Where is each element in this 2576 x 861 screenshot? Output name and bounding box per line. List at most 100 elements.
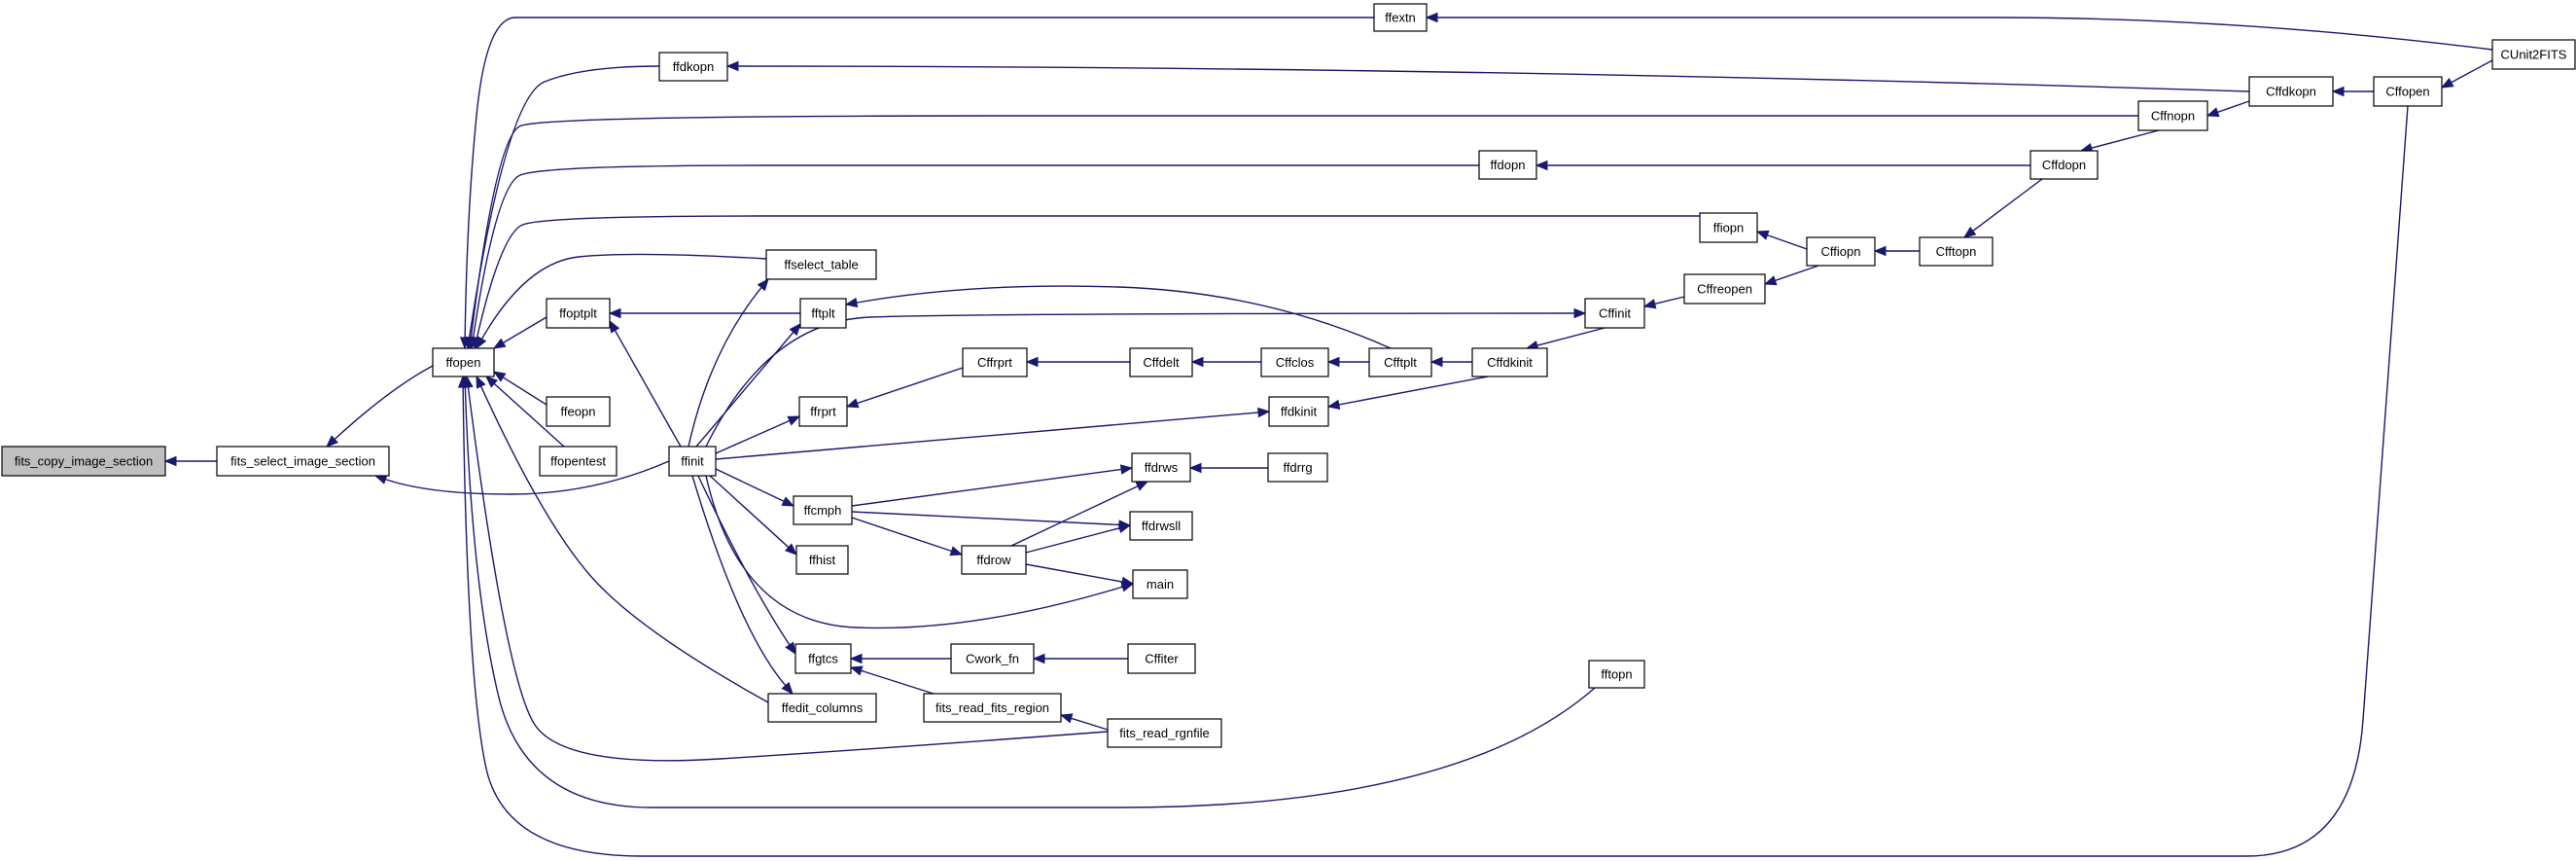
- node-fftopn[interactable]: fftopn: [1588, 660, 1645, 689]
- node-ffeopn[interactable]: ffeopn: [546, 396, 611, 427]
- edge-ffinit-to-ffrprt: [715, 415, 801, 454]
- node-Cffrprt[interactable]: Cffrprt: [962, 347, 1028, 377]
- edge-Cffdopn-to-ffdopn: [1535, 160, 2030, 171]
- node-ffdkinit[interactable]: ffdkinit: [1268, 396, 1329, 427]
- edge-line: [501, 316, 547, 345]
- node-ffedit_columns[interactable]: ffedit_columns: [767, 693, 877, 723]
- edge-Cffdkopn-to-ffdkopn: [725, 60, 2250, 92]
- node-Cffdelt[interactable]: Cffdelt: [1129, 347, 1193, 377]
- node-label: Cffrprt: [977, 355, 1012, 370]
- node-ffselect_table[interactable]: ffselect_table: [765, 249, 877, 280]
- node-box: [950, 643, 1035, 674]
- arrowhead-icon: [492, 338, 507, 349]
- node-ffgtcs[interactable]: ffgtcs: [794, 643, 852, 674]
- node-label: ffopentest: [550, 454, 606, 469]
- arrowhead-icon: [608, 307, 621, 319]
- node-Cffinit[interactable]: Cffinit: [1584, 298, 1645, 329]
- node-Cffiter[interactable]: Cffiter: [1127, 643, 1196, 674]
- node-label: Cffdelt: [1143, 355, 1180, 370]
- node-box: [799, 298, 847, 329]
- node-CUnit2FITS[interactable]: CUnit2FITS: [2491, 39, 2576, 70]
- node-box: [658, 52, 728, 82]
- arrowhead-icon: [1763, 275, 1778, 286]
- node-Cffopen[interactable]: Cffopen: [2373, 76, 2443, 107]
- node-label: Cffiter: [1145, 652, 1179, 666]
- node-Cffnopn[interactable]: Cffnopn: [2137, 100, 2208, 131]
- edge-line: [715, 468, 787, 503]
- arrowhead-icon: [485, 376, 499, 388]
- arrowhead-icon: [2440, 77, 2454, 89]
- node-label: fftplt: [811, 306, 835, 321]
- node-ffopen[interactable]: ffopen: [432, 347, 495, 377]
- node-fftplt[interactable]: fftplt: [799, 298, 847, 329]
- node-box: [962, 347, 1028, 377]
- node-box: [1127, 643, 1196, 674]
- node-box: [1131, 452, 1191, 483]
- node-ffdrrg[interactable]: ffdrrg: [1267, 452, 1328, 483]
- node-ffopentest[interactable]: ffopentest: [539, 446, 618, 477]
- node-label: CUnit2FITS: [2501, 48, 2567, 62]
- edge-line: [705, 312, 1577, 448]
- edge-fits_select_image_section-to-fits_copy_image_section: [163, 455, 217, 467]
- arrowhead-icon: [784, 543, 797, 556]
- node-Cffiopn[interactable]: Cffiopn: [1806, 236, 1876, 267]
- node-Cffdkopn[interactable]: Cffdkopn: [2248, 76, 2334, 107]
- edge-Cffdkinit-to-Cfftplt: [1429, 356, 1472, 368]
- node-box: [2029, 150, 2099, 180]
- node-Cwork_fn[interactable]: Cwork_fn: [950, 643, 1035, 674]
- node-Cffdkinit[interactable]: Cffdkinit: [1471, 347, 1548, 377]
- node-ffextn[interactable]: ffextn: [1373, 3, 1428, 32]
- edge-ffdopn-to-ffopen: [468, 164, 1479, 350]
- node-box: [961, 545, 1027, 575]
- edge-line: [470, 115, 2138, 341]
- arrowhead-icon: [1188, 462, 1202, 474]
- node-ffoptplt[interactable]: ffoptplt: [546, 298, 611, 329]
- edge-line: [2449, 59, 2493, 85]
- node-ffinit[interactable]: ffinit: [668, 446, 717, 477]
- node-ffrprt[interactable]: ffrprt: [798, 396, 848, 427]
- node-fits_read_rgnfile[interactable]: fits_read_rgnfile: [1107, 718, 1222, 748]
- node-box: [798, 396, 848, 427]
- node-Cfftopn[interactable]: Cfftopn: [1919, 236, 1994, 267]
- edge-Cwork_fn-to-Cffiter: [1032, 653, 1128, 664]
- node-label: ffdopn: [1491, 158, 1526, 172]
- edge-line: [383, 460, 670, 495]
- node-fits_copy_image_section[interactable]: fits_copy_image_section: [1, 446, 166, 477]
- arrowhead-icon: [949, 546, 964, 556]
- node-ffdkopn[interactable]: ffdkopn: [658, 52, 728, 82]
- arrowhead-icon: [163, 455, 177, 467]
- node-Cffreopen[interactable]: Cffreopen: [1683, 273, 1766, 305]
- node-box: [765, 249, 877, 280]
- node-label: fftopn: [1601, 667, 1632, 682]
- node-ffcmph[interactable]: ffcmph: [793, 495, 853, 525]
- node-label: ffdrwsll: [1142, 519, 1181, 533]
- node-ffiopn[interactable]: ffiopn: [1699, 212, 1758, 243]
- node-Cffclos[interactable]: Cffclos: [1260, 347, 1329, 377]
- node-ffdrws[interactable]: ffdrws: [1131, 452, 1191, 483]
- edge-Cffreopen-to-Cffinit: [1642, 296, 1685, 309]
- node-Cffdopn[interactable]: Cffdopn: [2029, 150, 2099, 180]
- arrowhead-icon: [785, 641, 796, 656]
- node-fits_read_fits_region[interactable]: fits_read_fits_region: [923, 693, 1062, 723]
- node-label: ffdrow: [976, 553, 1011, 567]
- edge-line: [333, 365, 434, 442]
- arrowhead-icon: [609, 319, 620, 334]
- node-ffdrwsll[interactable]: ffdrwsll: [1129, 511, 1193, 541]
- arrowhead-icon: [1025, 356, 1039, 368]
- node-box: [432, 347, 495, 377]
- edge-ffinit-to-ffhist: [709, 475, 797, 556]
- node-box: [793, 495, 853, 525]
- edge-line: [462, 105, 2409, 857]
- edge-line: [691, 475, 788, 688]
- arrowhead-icon: [1190, 356, 1204, 368]
- node-box: [1373, 3, 1428, 32]
- node-fits_select_image_section[interactable]: fits_select_image_section: [216, 446, 390, 477]
- edge-line: [1535, 327, 1606, 347]
- edge-line: [697, 475, 792, 647]
- node-main[interactable]: main: [1132, 569, 1188, 599]
- node-Cfftplt[interactable]: Cfftplt: [1368, 347, 1432, 377]
- node-ffdopn[interactable]: ffdopn: [1478, 150, 1537, 180]
- node-ffhist[interactable]: ffhist: [795, 545, 849, 575]
- node-ffdrow[interactable]: ffdrow: [961, 545, 1027, 575]
